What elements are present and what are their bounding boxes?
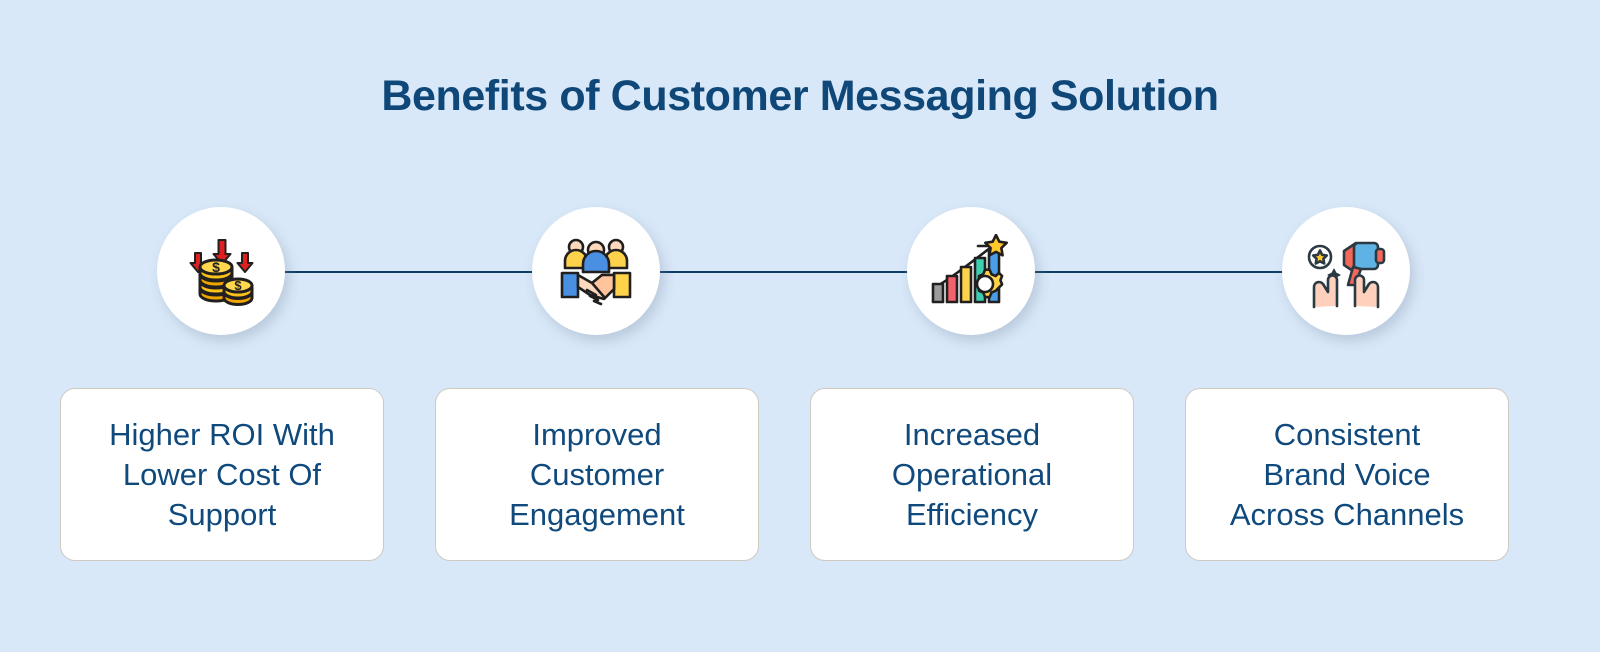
benefit-card-4[interactable]: Consistent Brand Voice Across Channels bbox=[1185, 388, 1509, 561]
page-title: Benefits of Customer Messaging Solution bbox=[381, 72, 1219, 120]
benefit-card-2-label: Improved Customer Engagement bbox=[509, 416, 685, 532]
handshake-team-icon bbox=[556, 235, 636, 307]
svg-text:$: $ bbox=[212, 259, 220, 275]
benefit-cards-row: Higher ROI With Lower Cost Of Support Im… bbox=[0, 388, 1600, 563]
step-icon-circle-1[interactable]: $ $ bbox=[157, 207, 285, 335]
icon-circles-row: $ $ bbox=[0, 207, 1600, 337]
benefit-card-3[interactable]: Increased Operational Efficiency bbox=[810, 388, 1134, 561]
growth-chart-gear-icon bbox=[930, 234, 1012, 308]
step-icon-circle-2[interactable] bbox=[532, 207, 660, 335]
step-icon-circle-3[interactable] bbox=[907, 207, 1035, 335]
megaphone-hands-icon bbox=[1304, 233, 1388, 309]
connector-line bbox=[221, 271, 1345, 273]
benefit-card-1-label: Higher ROI With Lower Cost Of Support bbox=[109, 416, 335, 532]
benefit-card-1[interactable]: Higher ROI With Lower Cost Of Support bbox=[60, 388, 384, 561]
benefit-card-3-label: Increased Operational Efficiency bbox=[891, 416, 1053, 532]
benefit-card-2[interactable]: Improved Customer Engagement bbox=[435, 388, 759, 561]
svg-text:$: $ bbox=[234, 278, 242, 293]
coins-down-arrows-icon: $ $ bbox=[184, 236, 258, 306]
step-icon-circle-4[interactable] bbox=[1282, 207, 1410, 335]
benefit-card-4-label: Consistent Brand Voice Across Channels bbox=[1229, 416, 1465, 532]
